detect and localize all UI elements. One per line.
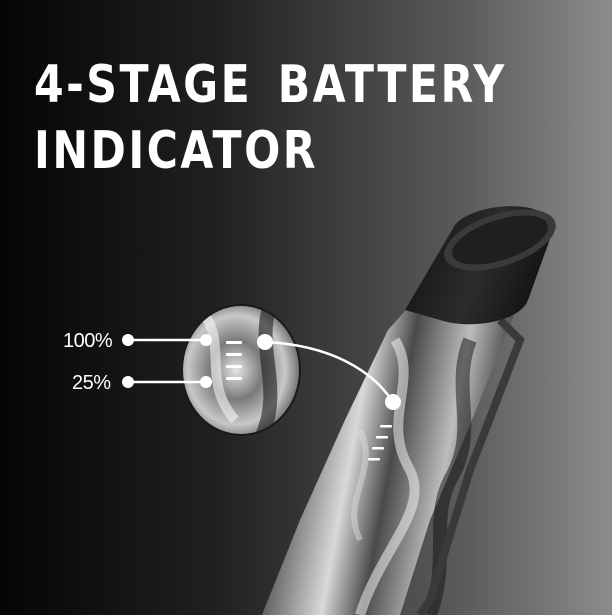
connector-dot-device bbox=[385, 394, 401, 410]
indicator-bar-1 bbox=[380, 425, 392, 428]
lens-indicator-bar-3 bbox=[226, 365, 242, 368]
callout-dot-100-start bbox=[122, 334, 134, 346]
connector-dot-lens bbox=[257, 334, 273, 350]
lens-indicator-bar-4 bbox=[226, 377, 242, 380]
indicator-bar-3 bbox=[372, 447, 384, 450]
device-cap bbox=[405, 206, 556, 325]
callout-dot-25-start bbox=[122, 376, 134, 388]
indicator-bar-4 bbox=[368, 458, 380, 461]
headline-line-2: INDICATOR bbox=[34, 121, 319, 181]
headline-line-1: 4-STAGE BATTERY bbox=[34, 55, 507, 115]
magnifier-connector-line bbox=[264, 340, 395, 403]
lens-indicator-bar-2 bbox=[226, 353, 242, 356]
device-body bbox=[262, 272, 525, 615]
battery-indicator bbox=[368, 425, 392, 461]
callout-label-100: 100% bbox=[63, 330, 113, 352]
callout-dot-25-end bbox=[200, 376, 212, 388]
indicator-bar-2 bbox=[376, 436, 388, 439]
lens-indicator-bar-1 bbox=[226, 341, 242, 344]
magnifier-lens bbox=[181, 304, 301, 436]
headline: 4-STAGE BATTERY INDICATOR bbox=[34, 52, 507, 184]
callout-label-25: 25% bbox=[72, 372, 111, 394]
callout-lines bbox=[122, 334, 401, 410]
callout-dot-100-end bbox=[200, 334, 212, 346]
